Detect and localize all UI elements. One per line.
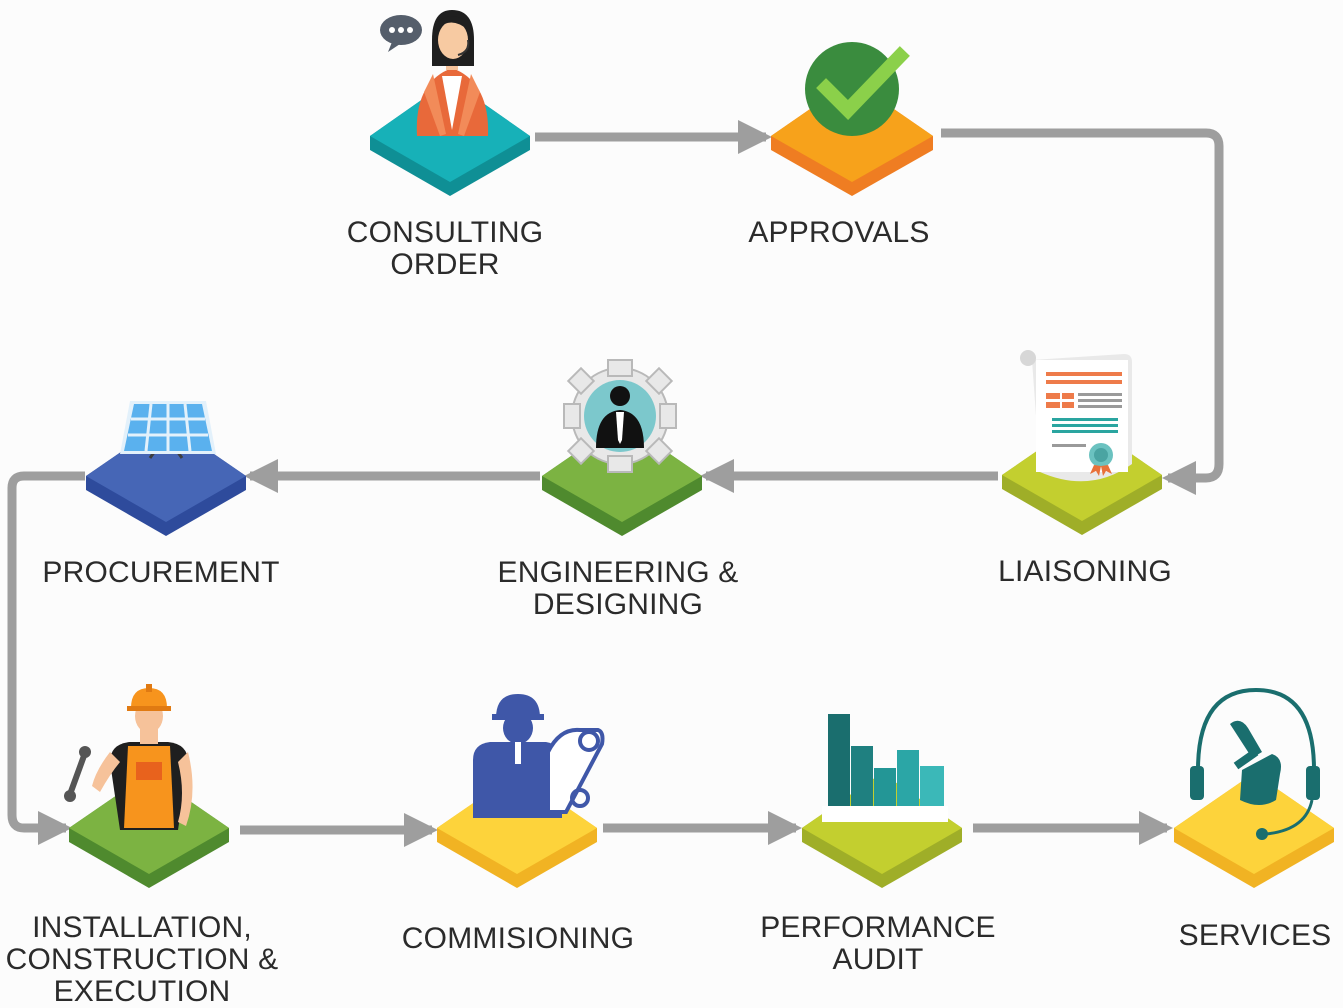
step-label-commisioning: COMMISIONING — [388, 923, 648, 955]
label-line: INSTALLATION, — [32, 911, 252, 944]
procurement-step-graphic — [86, 401, 246, 536]
label-line: CONSTRUCTION & — [5, 943, 279, 976]
platform-top — [437, 773, 597, 874]
label-line: CONSULTING — [346, 216, 544, 249]
headset-wrench-icon — [1190, 687, 1320, 840]
services-step-graphic — [1174, 687, 1334, 888]
label-line: DESIGNING — [532, 588, 704, 621]
commisioning-step-graphic — [437, 694, 605, 888]
label-line: AUDIT — [832, 943, 924, 976]
arrow-approvals-to-liaisoning — [941, 128, 1224, 495]
step-label-approvals: APPROVALS — [729, 217, 949, 249]
arrow-procurement-to-installation — [7, 471, 85, 845]
step-label-procurement: PROCUREMENT — [26, 557, 296, 589]
label-line: SERVICES — [1178, 919, 1332, 952]
label-line: COMMISIONING — [401, 922, 635, 955]
step-label-liaisoning: LIAISONING — [975, 556, 1195, 588]
step-label-services: SERVICES — [1160, 920, 1343, 952]
label-line: ORDER — [390, 248, 500, 281]
performance-step-graphic — [802, 714, 962, 888]
label-line: PROCUREMENT — [42, 556, 280, 589]
step-label-consulting: CONSULTING ORDER — [335, 217, 555, 281]
label-line: LIAISONING — [998, 555, 1172, 588]
label-line: PERFORMANCE — [760, 911, 996, 944]
label-line: APPROVALS — [748, 216, 930, 249]
solar-panel-icon — [120, 401, 216, 459]
certificate-document-icon — [1020, 350, 1132, 482]
liaisoning-step-graphic — [1002, 350, 1162, 535]
step-label-performance: PERFORMANCE AUDIT — [748, 912, 1008, 976]
construction-worker-icon — [64, 684, 193, 830]
engineer-blueprint-icon — [473, 694, 605, 818]
connectors — [7, 120, 1224, 847]
engineer-gear-icon — [563, 359, 677, 473]
consulting-step-graphic — [370, 10, 530, 196]
step-label-installation: INSTALLATION, CONSTRUCTION & EXECUTION — [0, 912, 284, 1008]
label-line: EXECUTION — [53, 975, 231, 1008]
platform-top — [86, 421, 246, 522]
platform-top — [802, 773, 962, 874]
bar-chart-icon — [822, 714, 948, 822]
engineering-step-graphic — [542, 359, 702, 536]
approvals-step-graphic — [771, 42, 933, 196]
customer-support-agent-icon — [380, 10, 489, 136]
installation-step-graphic — [64, 684, 229, 888]
platform-top — [1174, 773, 1334, 874]
step-label-engineering: ENGINEERING & DESIGNING — [483, 557, 753, 621]
check-badge-icon — [805, 42, 910, 136]
label-line: ENGINEERING & — [497, 556, 739, 589]
